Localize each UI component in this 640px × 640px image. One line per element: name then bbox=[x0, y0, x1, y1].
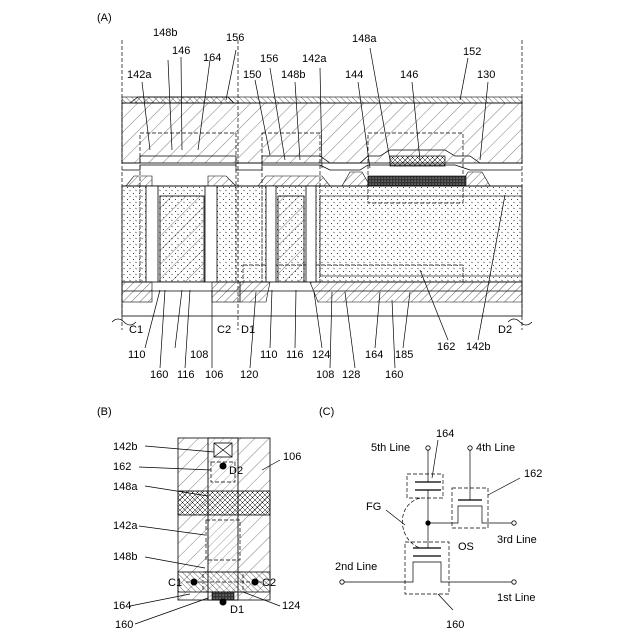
label-os: OS bbox=[458, 541, 474, 553]
label-c2: C2 bbox=[217, 324, 231, 336]
label-b-148a: 148a bbox=[113, 481, 138, 493]
label-2nd-line: 2nd Line bbox=[335, 561, 377, 573]
label-b-d2: D2 bbox=[229, 465, 243, 477]
label-142a-left: 142a bbox=[127, 69, 152, 81]
label-156-right: 156 bbox=[260, 53, 278, 65]
label-146-right: 146 bbox=[400, 69, 418, 81]
label-130: 130 bbox=[477, 69, 495, 81]
panel-c-title: (C) bbox=[319, 406, 334, 418]
c2-dot bbox=[252, 579, 259, 586]
c1-dot bbox=[191, 579, 198, 586]
label-d2: D2 bbox=[498, 324, 512, 336]
label-c-162: 162 bbox=[524, 468, 542, 480]
label-150: 150 bbox=[243, 69, 261, 81]
label-c1: C1 bbox=[129, 324, 143, 336]
label-b-142b: 142b bbox=[113, 441, 137, 453]
label-162: 162 bbox=[437, 341, 455, 353]
panel-a-title: (A) bbox=[97, 12, 112, 24]
label-148b-right: 148b bbox=[281, 69, 305, 81]
label-164-bottom: 164 bbox=[365, 349, 383, 361]
label-146-left: 146 bbox=[172, 45, 190, 57]
label-164-top: 164 bbox=[203, 52, 221, 64]
label-b-c1: C1 bbox=[168, 577, 182, 589]
label-b-164: 164 bbox=[113, 600, 131, 612]
panel-c-circuit bbox=[340, 440, 520, 610]
label-185: 185 bbox=[395, 349, 413, 361]
label-160-right: 160 bbox=[385, 369, 403, 381]
label-b-148b: 148b bbox=[113, 551, 137, 563]
label-110-left: 110 bbox=[128, 349, 146, 361]
label-142a-right: 142a bbox=[302, 53, 327, 65]
label-144: 144 bbox=[345, 69, 363, 81]
label-4th-line: 4th Line bbox=[476, 442, 515, 454]
d1-dot bbox=[220, 599, 227, 606]
label-128: 128 bbox=[342, 369, 360, 381]
label-1st-line: 1st Line bbox=[497, 592, 536, 604]
label-b-d1: D1 bbox=[230, 604, 244, 616]
label-116-left: 116 bbox=[177, 369, 195, 381]
label-148b-left: 148b bbox=[153, 27, 177, 39]
label-120: 120 bbox=[240, 369, 258, 381]
label-b-162: 162 bbox=[113, 461, 131, 473]
label-c-164: 164 bbox=[436, 428, 454, 440]
d2-dot bbox=[220, 463, 227, 470]
panel-b-title: (B) bbox=[97, 406, 112, 418]
panel-b-plan-view bbox=[130, 438, 280, 624]
label-148a-top: 148a bbox=[352, 33, 377, 45]
label-b-160: 160 bbox=[115, 619, 133, 631]
label-5th-line: 5th Line bbox=[371, 442, 410, 454]
label-142b: 142b bbox=[466, 341, 490, 353]
label-108-left: 108 bbox=[190, 349, 208, 361]
label-116-right: 116 bbox=[286, 349, 304, 361]
label-110-right: 110 bbox=[260, 349, 278, 361]
label-d1: D1 bbox=[241, 324, 255, 336]
label-b-142a: 142a bbox=[113, 520, 138, 532]
label-160-left: 160 bbox=[150, 369, 168, 381]
label-b-106: 106 bbox=[283, 451, 301, 463]
label-3rd-line: 3rd Line bbox=[497, 534, 537, 546]
label-b-c2: C2 bbox=[262, 577, 276, 589]
label-108-right: 108 bbox=[316, 369, 334, 381]
panel-a-cross-section bbox=[112, 40, 532, 368]
label-152: 152 bbox=[463, 46, 481, 58]
label-c-160: 160 bbox=[446, 619, 464, 631]
label-156-left: 156 bbox=[226, 32, 244, 44]
label-124: 124 bbox=[312, 349, 330, 361]
label-b-124: 124 bbox=[282, 600, 300, 612]
label-fg: FG bbox=[366, 501, 381, 513]
label-106: 106 bbox=[205, 369, 223, 381]
